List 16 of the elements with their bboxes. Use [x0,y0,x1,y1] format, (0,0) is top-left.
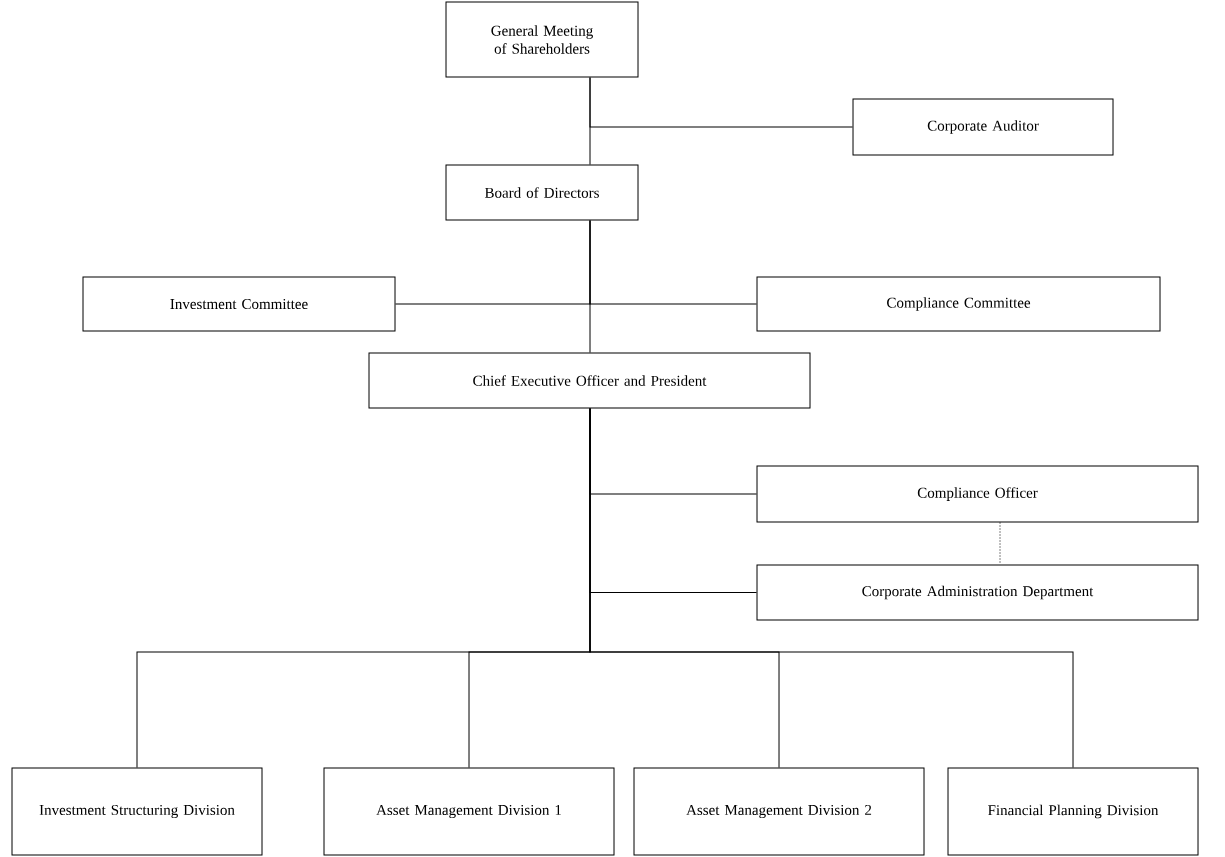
org-box: Investment Structuring Division [11,767,263,856]
connector-line [999,522,1001,565]
org-box: Corporate Administration Department [756,564,1199,621]
org-box: Compliance Officer [756,465,1199,523]
org-box: Compliance Committee [756,276,1161,332]
connector-line [589,77,853,128]
org-box: Chief Executive Officer and President [368,352,811,409]
connector-line [589,220,591,353]
org-box: Financial Planning Division [947,767,1199,856]
org-box: General Meeting of Shareholders [445,1,639,78]
connector-line [589,408,1074,768]
org-box: Investment Committee [82,276,396,332]
org-box: Asset Management Division 1 [323,767,615,856]
org-box: Asset Management Division 2 [633,767,925,856]
org-box: Board of Directors [445,164,639,221]
org-box: Corporate Auditor [852,98,1114,156]
